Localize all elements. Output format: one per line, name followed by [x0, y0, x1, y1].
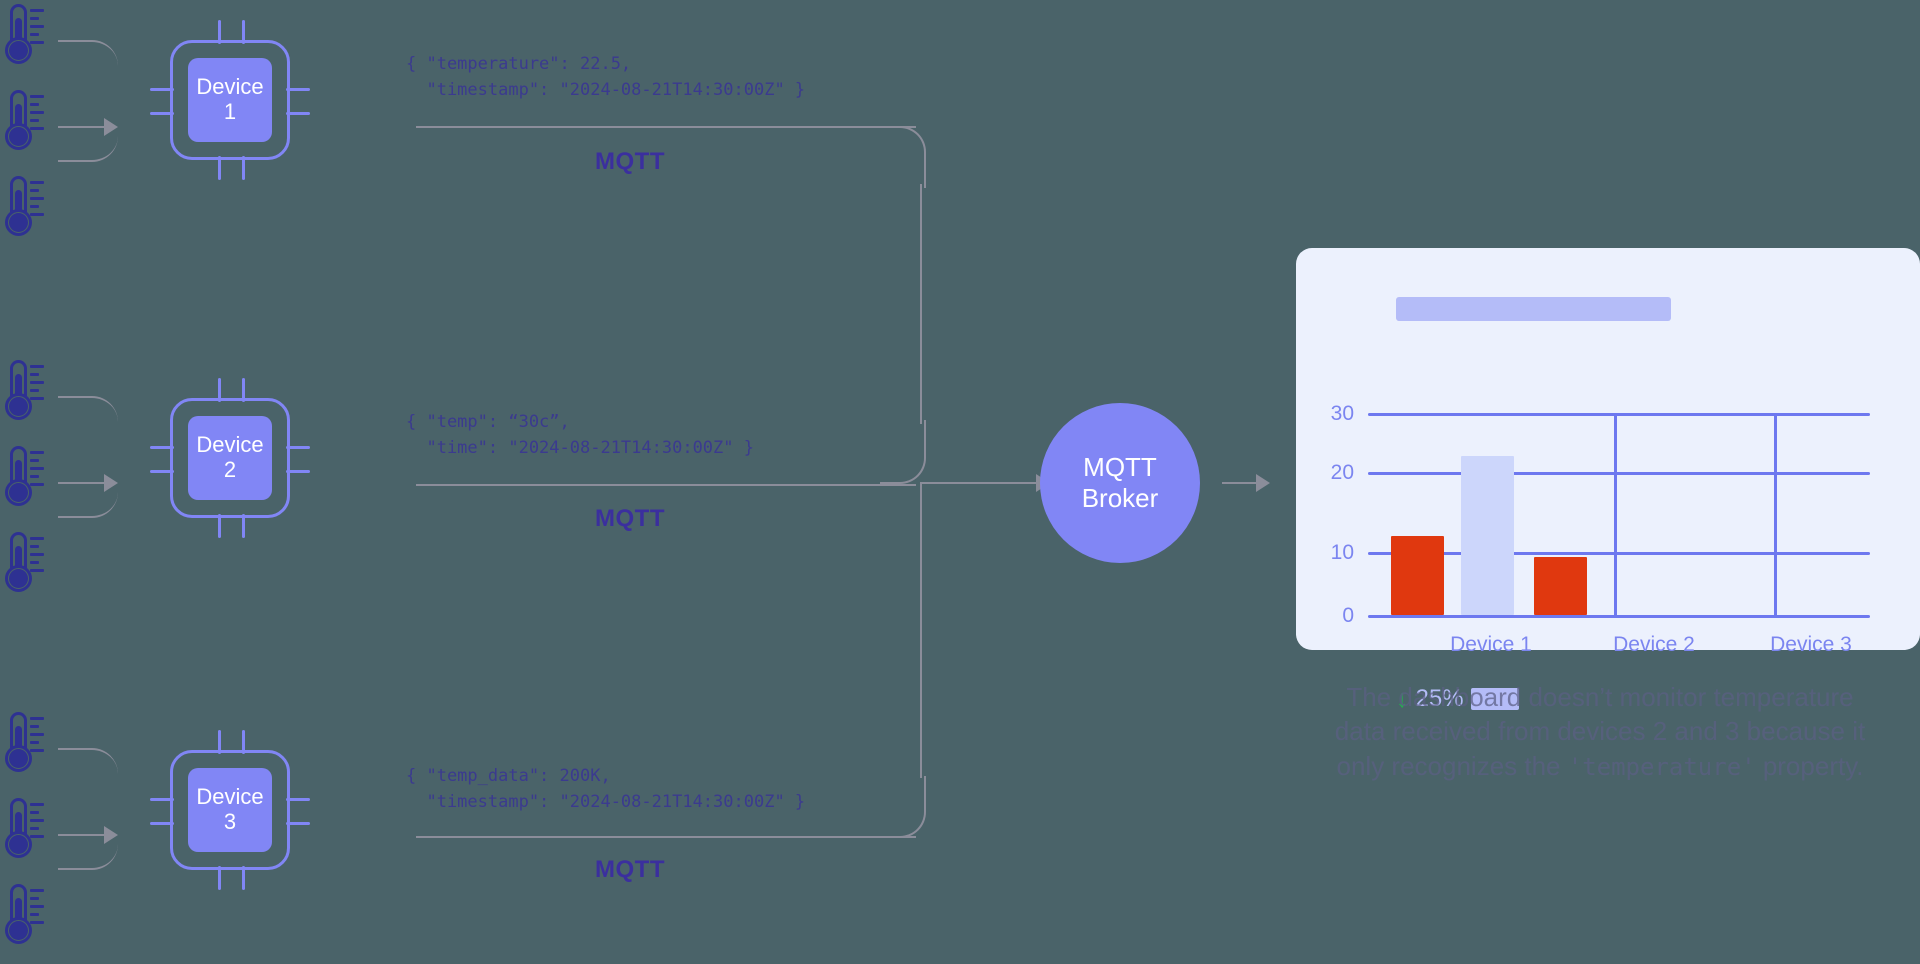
- thermometer-icon: [4, 176, 44, 240]
- y-tick-30: 30: [1330, 402, 1354, 425]
- caption-line-3-before: only recognizes the: [1336, 750, 1568, 781]
- device-1-payload-line1: { "temperature": 22.5,: [406, 54, 632, 74]
- device-1-payload: { "temperature": 22.5, "timestamp": "202…: [406, 52, 805, 103]
- category-divider-2: [1774, 413, 1777, 618]
- sensor-arrow-icon: [104, 826, 118, 844]
- caption-line-2: data received from devices 2 and 3 becau…: [1334, 716, 1866, 747]
- sensor-brace: [58, 808, 118, 870]
- caption-line-3-after: property.: [1755, 750, 1864, 781]
- device-2-payload: { "temp": “30c”, "time": "2024-08-21T14:…: [406, 410, 754, 461]
- device-chip-2[interactable]: Device 2: [150, 378, 310, 538]
- sensor-brace: [58, 100, 118, 162]
- y-tick-20: 20: [1330, 461, 1354, 484]
- device-3-payload-line2: "timestamp": "2024-08-21T14:30:00Z" }: [406, 791, 806, 812]
- y-tick-10: 10: [1330, 541, 1354, 564]
- device-1-name-line1: Device: [196, 74, 264, 100]
- device-2-name-line2: 2: [223, 457, 237, 482]
- sensor-brace-stem: [58, 126, 106, 128]
- category-divider-1: [1614, 413, 1617, 618]
- x-label-device-3: Device 3: [1770, 633, 1852, 656]
- gridline-30: [1368, 413, 1870, 416]
- dashboard-card[interactable]: 0 10 20 30 Device 1 Device 2 Device 3 ↓ …: [1296, 248, 1920, 712]
- route-vertical-upper: [920, 184, 922, 424]
- route-bottom-corner: [880, 776, 926, 838]
- device-3-link-line: [416, 836, 916, 838]
- sensor-arrow-icon: [104, 474, 118, 492]
- sensor-brace: [58, 396, 118, 458]
- x-axis-line: [1368, 615, 1870, 618]
- broker-label-line2: Broker: [1081, 483, 1159, 513]
- sensor-brace: [58, 748, 118, 810]
- thermometer-icon: [4, 4, 44, 68]
- thermometer-icon: [4, 712, 44, 776]
- sensor-brace: [58, 40, 118, 102]
- device-3-name-line1: Device: [196, 784, 264, 810]
- device-2-protocol-label: MQTT: [595, 505, 665, 532]
- thermometer-icon: [4, 360, 44, 424]
- device-chip-1-label: Device 1: [188, 58, 272, 142]
- device-3-name-line2: 3: [223, 809, 237, 834]
- device-2-name-line1: Device: [196, 432, 264, 458]
- route-vertical-lower: [920, 482, 922, 778]
- device-chip-1[interactable]: Device 1: [150, 20, 310, 180]
- gridline-20: [1368, 472, 1870, 475]
- caption-line-3: only recognizes the 'temperature' proper…: [1280, 749, 1920, 784]
- broker-to-dashboard-line: [1222, 482, 1260, 484]
- route-top-corner: [880, 126, 926, 188]
- dashboard-caption: The dashboard doesn’t monitor temperatur…: [1280, 680, 1920, 783]
- route-to-broker-line: [920, 482, 1040, 484]
- delta-placeholder-block: [1470, 688, 1519, 710]
- thermometer-icon: [4, 884, 44, 948]
- thermometer-icon: [4, 532, 44, 596]
- device-3-payload: { "temp_data": 200K, "timestamp": "2024-…: [406, 764, 805, 815]
- device-chip-2-label: Device 2: [188, 416, 272, 500]
- device-3-payload-line1: { "temp_data": 200K,: [406, 766, 611, 786]
- device-2-payload-line2: "time": "2024-08-21T14:30:00Z" }: [406, 437, 754, 458]
- x-label-device-2: Device 2: [1613, 633, 1695, 656]
- delta-indicator: ↓ 25%: [1396, 685, 1519, 713]
- bar-device1-b: [1461, 456, 1514, 615]
- x-label-device-1: Device 1: [1450, 633, 1532, 656]
- device-2-payload-line1: { "temp": “30c”,: [406, 412, 570, 432]
- sensor-brace-stem: [58, 482, 106, 484]
- caption-line-1: The dashboard doesn’t monitor temperatur…: [1346, 682, 1854, 712]
- route-mid-corner: [880, 420, 926, 484]
- sensor-arrow-icon: [104, 118, 118, 136]
- broker-to-dashboard-arrow-icon: [1256, 474, 1270, 492]
- gridline-10: [1368, 552, 1870, 555]
- dashboard-title-placeholder: [1396, 297, 1671, 321]
- bar-device1-a: [1391, 536, 1444, 615]
- thermometer-icon: [4, 446, 44, 510]
- device-2-link-line: [416, 484, 916, 486]
- delta-value: 25%: [1415, 685, 1464, 712]
- sensor-brace: [58, 456, 118, 518]
- thermometer-icon: [4, 798, 44, 862]
- arrow-down-icon: ↓: [1396, 684, 1409, 713]
- device-chip-3[interactable]: Device 3: [150, 730, 310, 890]
- device-1-protocol-label: MQTT: [595, 148, 665, 175]
- mqtt-broker-node[interactable]: MQTT Broker: [1040, 403, 1200, 563]
- bar-device1-c: [1534, 557, 1587, 615]
- device-1-name-line2: 1: [223, 99, 237, 124]
- device-3-protocol-label: MQTT: [595, 856, 665, 883]
- sensor-brace-stem: [58, 834, 106, 836]
- device-1-payload-line2: "timestamp": "2024-08-21T14:30:00Z" }: [406, 79, 806, 100]
- broker-label-line1: MQTT: [1083, 451, 1157, 482]
- y-tick-0: 0: [1342, 604, 1354, 627]
- caption-code-temperature: 'temperature': [1567, 752, 1756, 781]
- device-chip-3-label: Device 3: [188, 768, 272, 852]
- device-1-link-line: [416, 126, 916, 128]
- thermometer-icon: [4, 90, 44, 154]
